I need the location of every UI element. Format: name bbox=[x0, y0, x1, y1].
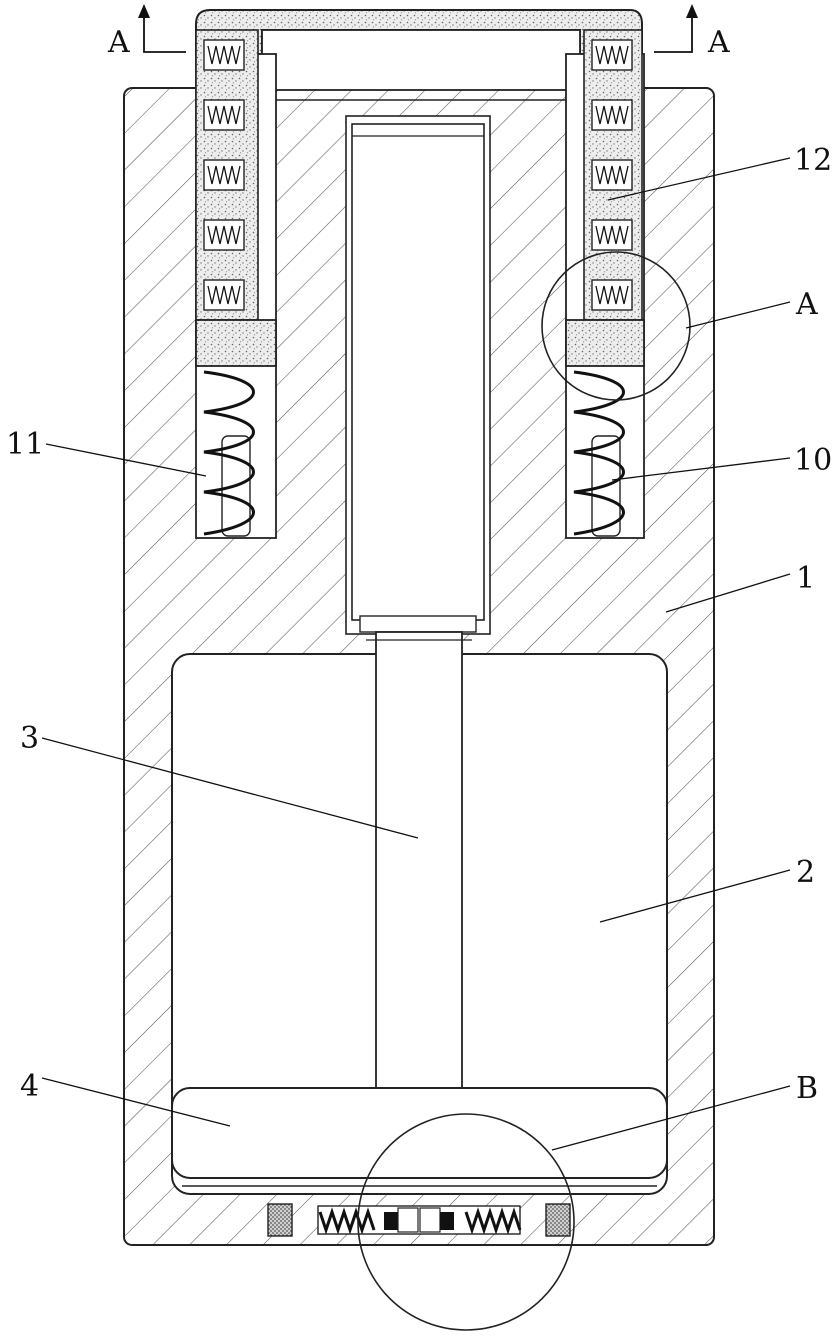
label-a: A bbox=[795, 287, 818, 322]
svg-text:A: A bbox=[107, 25, 130, 60]
section-mark-left: A bbox=[107, 4, 186, 60]
label-2: 2 bbox=[796, 855, 815, 890]
piston-plate bbox=[172, 1088, 667, 1178]
label-11: 11 bbox=[6, 427, 44, 462]
label-1: 1 bbox=[796, 561, 815, 596]
label-12: 12 bbox=[794, 143, 832, 178]
upper-piston-rod bbox=[352, 124, 484, 620]
label-10: 10 bbox=[794, 443, 832, 478]
svg-text:A: A bbox=[707, 25, 730, 60]
label-3: 3 bbox=[20, 721, 39, 756]
label-4: 4 bbox=[20, 1069, 39, 1104]
label-b: B bbox=[796, 1071, 818, 1106]
section-mark-right: A bbox=[654, 4, 730, 60]
rod bbox=[376, 632, 462, 1088]
